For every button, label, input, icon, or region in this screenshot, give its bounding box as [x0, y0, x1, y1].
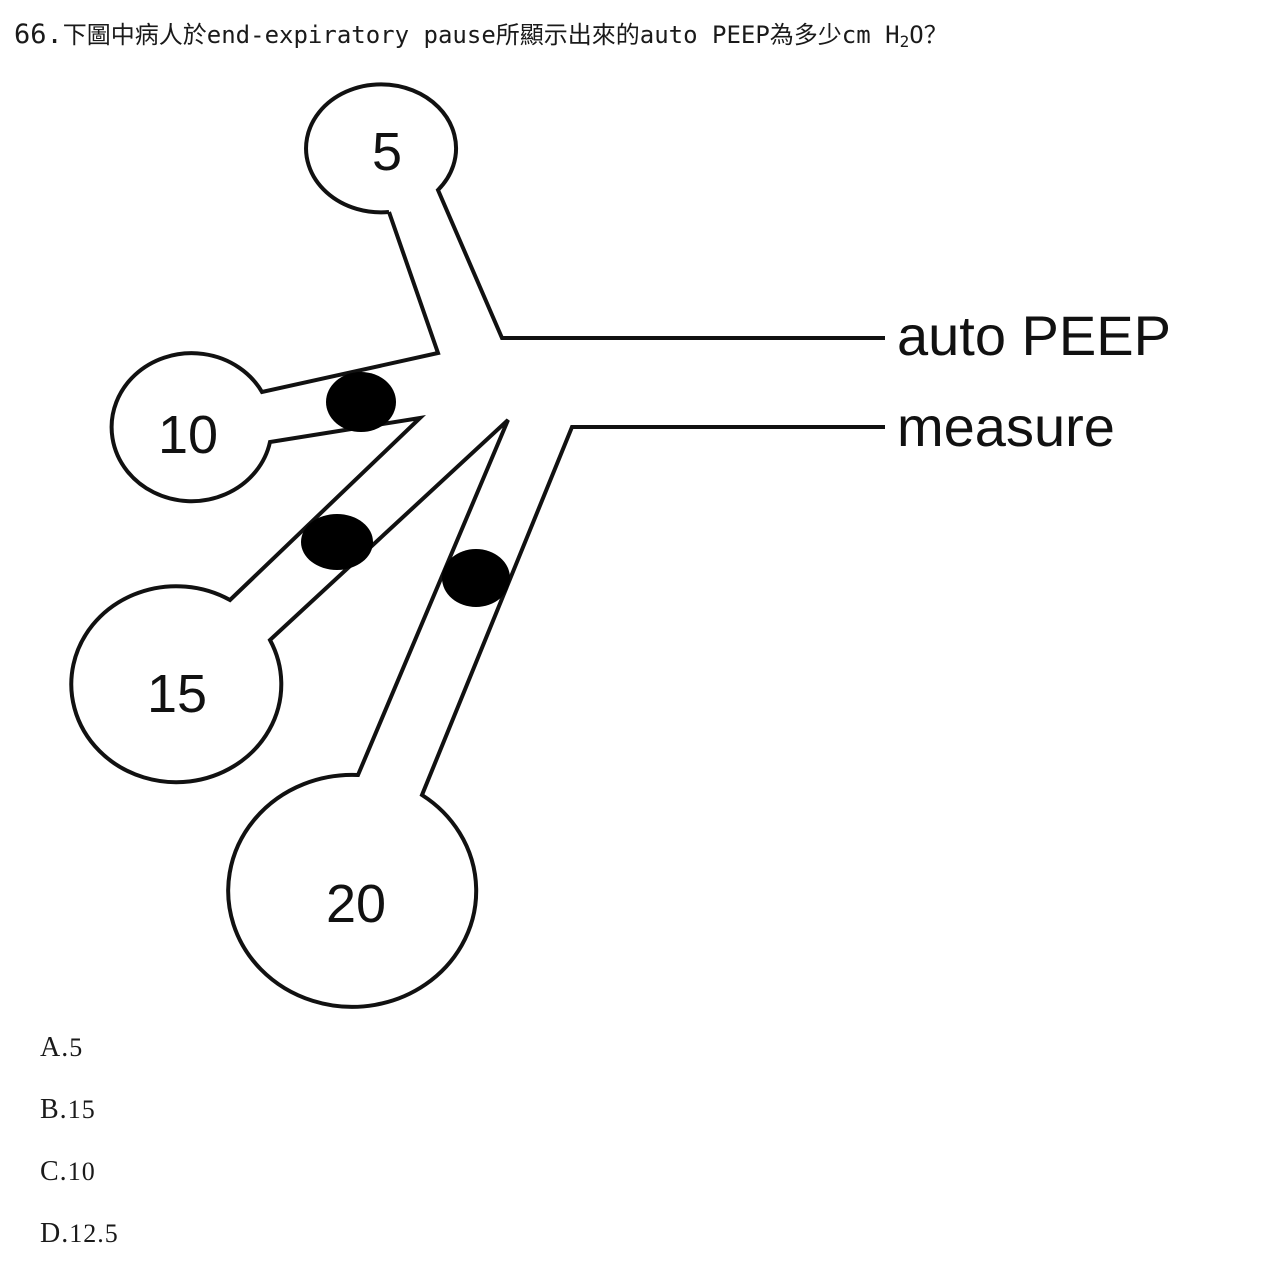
question-body: 下圖中病人於end-expiratory pause所顯示出來的auto PEE…: [62, 21, 900, 49]
question-subscript: 2: [899, 32, 910, 51]
alveolus-label-5: 5: [372, 122, 402, 182]
mucus-plug-20: [442, 549, 510, 607]
alveolus-5-duct-left: [69, 211, 885, 1009]
option-a-value: 5: [69, 1033, 84, 1062]
option-d-value: 12.5: [69, 1219, 119, 1248]
option-b[interactable]: B.15: [40, 1094, 96, 1126]
option-a[interactable]: A.5: [40, 1032, 83, 1064]
option-c-letter: C.: [40, 1156, 68, 1187]
alveolus-label-10: 10: [158, 405, 218, 465]
mucus-plug-10: [326, 372, 396, 432]
question-text: 66.下圖中病人於end-expiratory pause所顯示出來的auto …: [14, 18, 948, 59]
alveolus-5-outline: [304, 82, 885, 340]
question-number: 66.: [14, 19, 63, 50]
option-c[interactable]: C.10: [40, 1156, 96, 1188]
option-b-value: 15: [67, 1095, 96, 1124]
option-b-letter: B.: [40, 1094, 68, 1125]
option-d[interactable]: D.12.5: [40, 1218, 119, 1250]
measure-label: measure: [897, 395, 1115, 458]
option-a-letter: A.: [40, 1032, 70, 1063]
question-tail: O？: [909, 21, 948, 49]
option-d-letter: D.: [40, 1218, 70, 1249]
alveolus-label-20: 20: [326, 874, 386, 934]
alveolus-label-15: 15: [147, 664, 207, 724]
option-c-value: 10: [67, 1157, 96, 1186]
auto-peep-label: auto PEEP: [897, 304, 1171, 367]
mucus-plug-15: [301, 514, 373, 570]
